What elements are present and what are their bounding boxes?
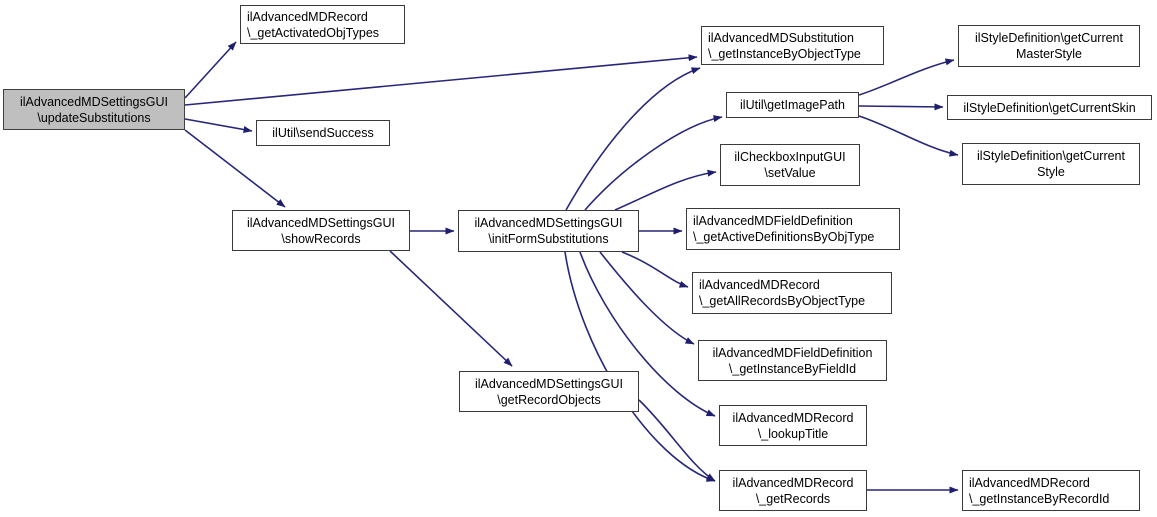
graph-node-label: ilUtil\sendSuccess	[272, 126, 374, 140]
graph-edge-updateSubstitutions-to-sendSuccess	[184, 118, 253, 133]
graph-edge-showRecords-to-getRecordObjects	[389, 250, 513, 367]
graph-node-getRecords[interactable]: ilAdvancedMDRecord \_getRecords	[719, 470, 867, 511]
graph-node-getInstanceByRecordId[interactable]: ilAdvancedMDRecord \_getInstanceByRecord…	[962, 470, 1140, 511]
graph-node-getAllRecordsByObjectType[interactable]: ilAdvancedMDRecord \_getAllRecordsByObje…	[692, 272, 892, 314]
graph-node-label: ilCheckboxInputGUI \setValue	[734, 150, 846, 180]
graph-node-label: ilStyleDefinition\getCurrentSkin	[963, 100, 1136, 115]
graph-node-label: ilAdvancedMDRecord \_getRecords	[732, 475, 854, 506]
graph-edge-initFormSubstitutions-to-getAllRecordsByObjectType	[621, 251, 689, 288]
graph-node-label: ilAdvancedMDSettingsGUI \getRecordObject…	[475, 376, 623, 407]
graph-node-label: ilAdvancedMDRecord \_getActivatedObjType…	[247, 9, 380, 40]
graph-edge-getImagePath-to-getCurrentSkin	[858, 103, 944, 111]
graph-node-lookupTitle[interactable]: ilAdvancedMDRecord \_lookupTitle	[719, 405, 867, 446]
graph-node-getCurrentMasterStyle[interactable]: ilStyleDefinition\getCurrent MasterStyle	[958, 25, 1140, 67]
graph-node-sendSuccess[interactable]: ilUtil\sendSuccess	[256, 120, 390, 146]
graph-node-label: ilAdvancedMDSubstitution \_getInstanceBy…	[708, 30, 861, 61]
graph-node-label: ilStyleDefinition\getCurrent MasterStyle	[975, 31, 1123, 61]
graph-node-getInstanceByObjectType[interactable]: ilAdvancedMDSubstitution \_getInstanceBy…	[701, 26, 884, 65]
graph-node-label: ilAdvancedMDFieldDefinition \_getActiveD…	[693, 214, 875, 244]
graph-edge-initFormSubstitutions-to-getInstanceByFieldId	[599, 251, 695, 345]
graph-node-getRecordObjects[interactable]: ilAdvancedMDSettingsGUI \getRecordObject…	[459, 371, 639, 412]
graph-node-label: ilAdvancedMDSettingsGUI \updateSubstitut…	[20, 94, 168, 125]
graph-node-getCurrentStyle[interactable]: ilStyleDefinition\getCurrent Style	[962, 143, 1140, 185]
graph-node-label: ilStyleDefinition\getCurrent Style	[977, 149, 1125, 179]
graph-edge-updateSubstitutions-to-getActivatedObjTypes	[184, 41, 237, 99]
graph-node-getActiveDefinitionsByObjType[interactable]: ilAdvancedMDFieldDefinition \_getActiveD…	[686, 208, 900, 250]
graph-node-label: ilAdvancedMDSettingsGUI \initFormSubstit…	[474, 216, 623, 246]
graph-edge-initFormSubstitutions-to-getImagePath	[584, 115, 723, 211]
graph-edge-updateSubstitutions-to-getInstanceByObjectType	[184, 54, 698, 106]
graph-node-label: ilAdvancedMDSettingsGUI \showRecords	[247, 215, 395, 246]
graph-edge-initFormSubstitutions-to-getInstanceByObjectType	[565, 67, 701, 211]
graph-edge-initFormSubstitutions-to-setValue	[614, 169, 717, 211]
graph-node-label: ilAdvancedMDRecord \_getInstanceByRecord…	[969, 475, 1110, 506]
graph-node-label: ilAdvancedMDRecord \_lookupTitle	[732, 410, 854, 441]
graph-node-setValue[interactable]: ilCheckboxInputGUI \setValue	[720, 144, 860, 186]
graph-node-label: ilUtil\getImagePath	[740, 98, 845, 112]
graph-node-label: ilAdvancedMDRecord \_getAllRecordsByObje…	[699, 278, 866, 308]
graph-edge-getRecordObjects-to-getRecords	[638, 399, 716, 482]
graph-node-showRecords[interactable]: ilAdvancedMDSettingsGUI \showRecords	[232, 210, 410, 251]
graph-edge-getImagePath-to-getCurrentStyle	[858, 115, 959, 157]
graph-node-getInstanceByFieldId[interactable]: ilAdvancedMDFieldDefinition \_getInstanc…	[698, 340, 887, 381]
graph-edge-getImagePath-to-getCurrentMasterStyle	[858, 58, 955, 96]
graph-node-getImagePath[interactable]: ilUtil\getImagePath	[726, 92, 859, 118]
graph-node-initFormSubstitutions[interactable]: ilAdvancedMDSettingsGUI \initFormSubstit…	[458, 210, 639, 252]
graph-node-updateSubstitutions[interactable]: ilAdvancedMDSettingsGUI \updateSubstitut…	[3, 89, 185, 130]
graph-node-getCurrentSkin[interactable]: ilStyleDefinition\getCurrentSkin	[947, 95, 1152, 120]
graph-node-label: ilAdvancedMDFieldDefinition \_getInstanc…	[712, 345, 873, 376]
graph-node-getActivatedObjTypes[interactable]: ilAdvancedMDRecord \_getActivatedObjType…	[240, 5, 405, 44]
